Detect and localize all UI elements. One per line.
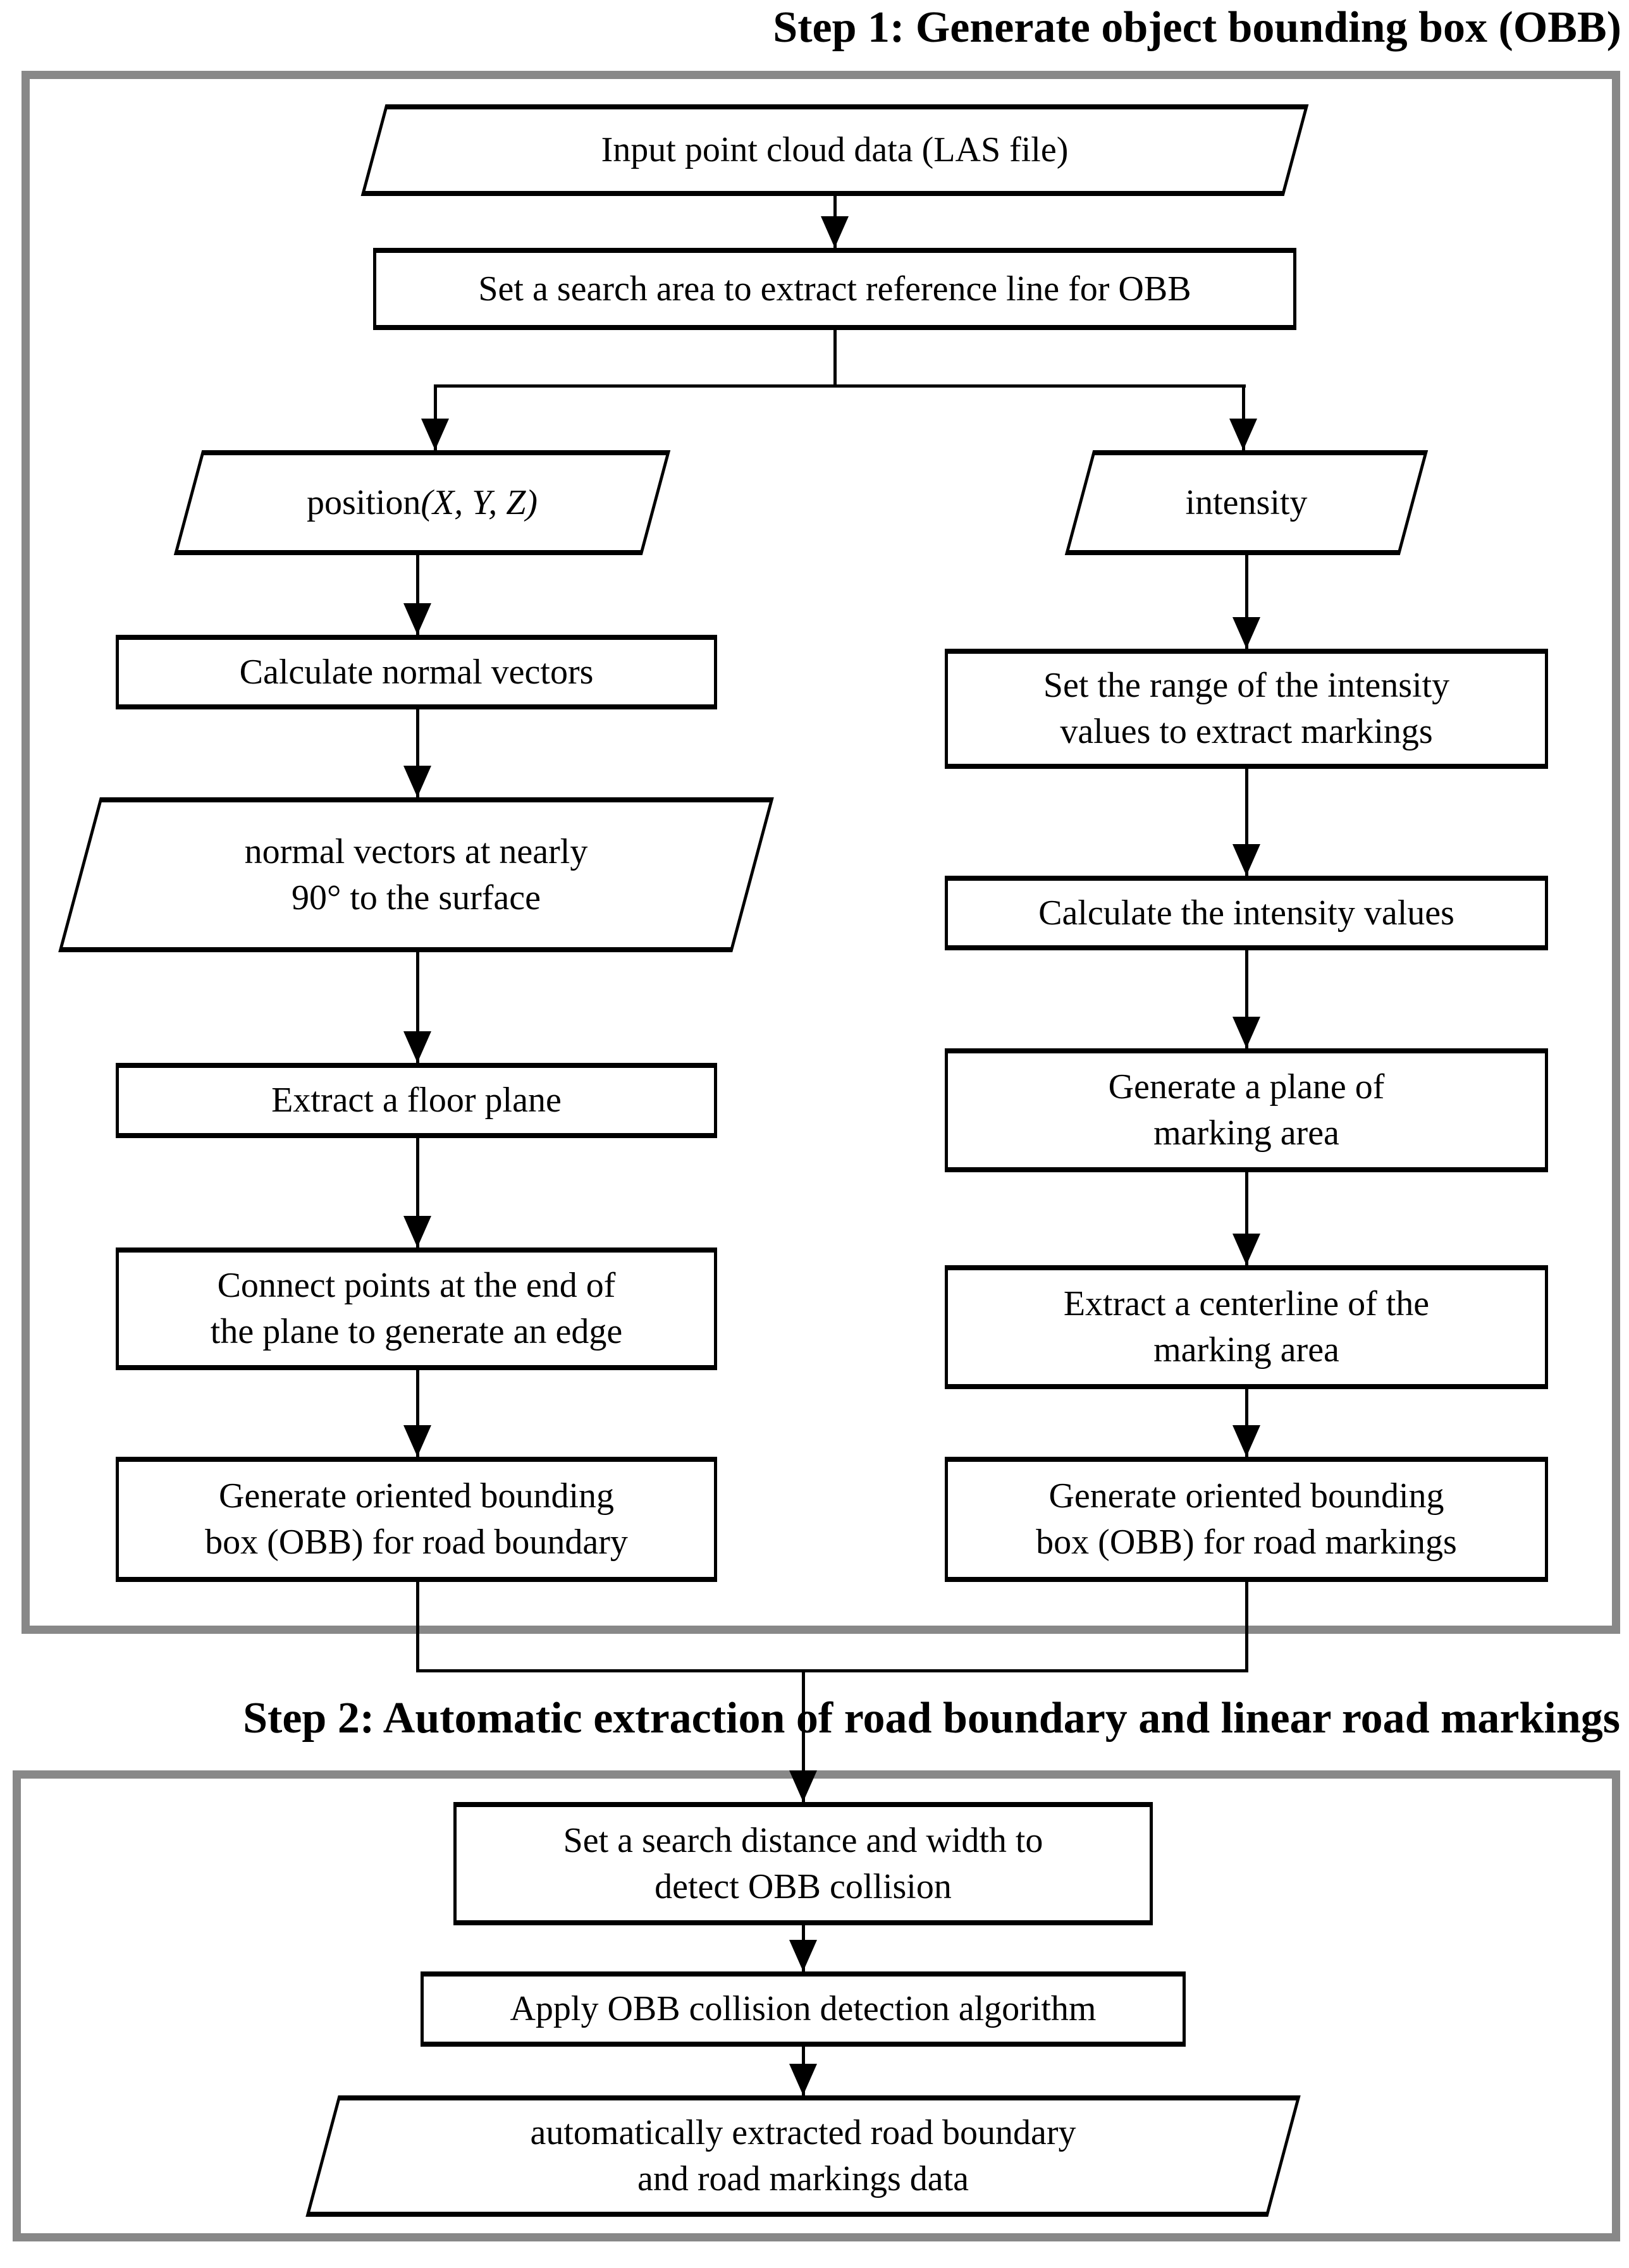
node-label: intensity — [1185, 482, 1308, 522]
flow-line — [1245, 1389, 1248, 1457]
rect-shape — [945, 1265, 1548, 1389]
arrowhead-icon — [1233, 1234, 1260, 1265]
arrowhead-icon — [1229, 419, 1257, 450]
node-calculate-normal-vectors: Calculate normal vectors — [116, 635, 717, 709]
node-intensity: intensity — [1064, 450, 1429, 555]
node-label: position (X, Y, Z) — [306, 482, 538, 522]
rect-shape — [373, 248, 1296, 330]
node-extract-floor-plane: Extract a floor plane — [116, 1063, 717, 1138]
rect-shape — [116, 1063, 717, 1138]
flow-line — [416, 952, 419, 1063]
step2-frame — [13, 1770, 1620, 2241]
rect-shape — [116, 635, 717, 709]
step1-title: Step 1: Generate object bounding box (OB… — [773, 3, 1621, 52]
arrowhead-icon — [1233, 844, 1260, 876]
node-label: Input point cloud data (LAS file) — [601, 130, 1069, 170]
node-label: Apply OBB collision detection algorithm — [510, 1989, 1097, 2029]
flow-line — [802, 1669, 805, 1802]
node-set-search-area: Set a search area to extract reference l… — [373, 248, 1296, 330]
node-calculate-intensity-values: Calculate the intensity values — [945, 876, 1548, 950]
node-label: Set a search area to extract reference l… — [478, 269, 1191, 309]
flow-line — [1242, 384, 1245, 450]
arrowhead-icon — [403, 766, 431, 797]
flow-line — [416, 555, 419, 635]
arrowhead-icon — [789, 2064, 817, 2095]
rect-shape — [945, 1048, 1548, 1172]
flow-line — [434, 384, 437, 450]
flow-line — [1245, 1172, 1248, 1265]
rect-shape — [116, 1457, 717, 1582]
rect-shape — [945, 649, 1548, 769]
rect-shape — [945, 1457, 1548, 1582]
flow-line — [416, 1370, 419, 1457]
rect-shape — [116, 1247, 717, 1370]
flow-line — [416, 709, 419, 797]
flow-line — [1245, 950, 1248, 1048]
arrowhead-icon — [421, 419, 449, 450]
flow-line — [1245, 1582, 1248, 1672]
arrowhead-icon — [403, 1425, 431, 1457]
arrowhead-icon — [1233, 1017, 1260, 1048]
flow-line — [416, 1138, 419, 1247]
node-apply-collision-detection: Apply OBB collision detection algorithm — [421, 1971, 1186, 2047]
node-label: Calculate normal vectors — [239, 652, 594, 692]
rect-shape — [421, 1971, 1186, 2047]
step1-frame — [22, 71, 1620, 1634]
arrowhead-icon — [1233, 617, 1260, 649]
arrowhead-icon — [789, 1770, 817, 1802]
flow-line — [416, 1582, 419, 1672]
rect-shape — [945, 876, 1548, 950]
flow-line — [1245, 555, 1248, 649]
arrowhead-icon — [821, 216, 849, 248]
arrowhead-icon — [403, 603, 431, 635]
flow-line — [1245, 769, 1248, 876]
flow-line — [434, 384, 1246, 388]
arrowhead-icon — [789, 1940, 817, 1971]
arrowhead-icon — [1233, 1425, 1260, 1457]
flow-line — [833, 330, 837, 387]
node-input-point-cloud: Input point cloud data (LAS file) — [360, 104, 1309, 196]
step2-title: Step 2: Automatic extraction of road bou… — [243, 1694, 1620, 1743]
rect-shape — [453, 1802, 1153, 1925]
flow-line — [416, 1669, 1248, 1672]
node-label: Calculate the intensity values — [1038, 893, 1454, 933]
node-position-xyz: position (X, Y, Z) — [173, 450, 671, 555]
arrowhead-icon — [403, 1216, 431, 1247]
node-label: Extract a floor plane — [271, 1081, 562, 1120]
arrowhead-icon — [403, 1031, 431, 1063]
